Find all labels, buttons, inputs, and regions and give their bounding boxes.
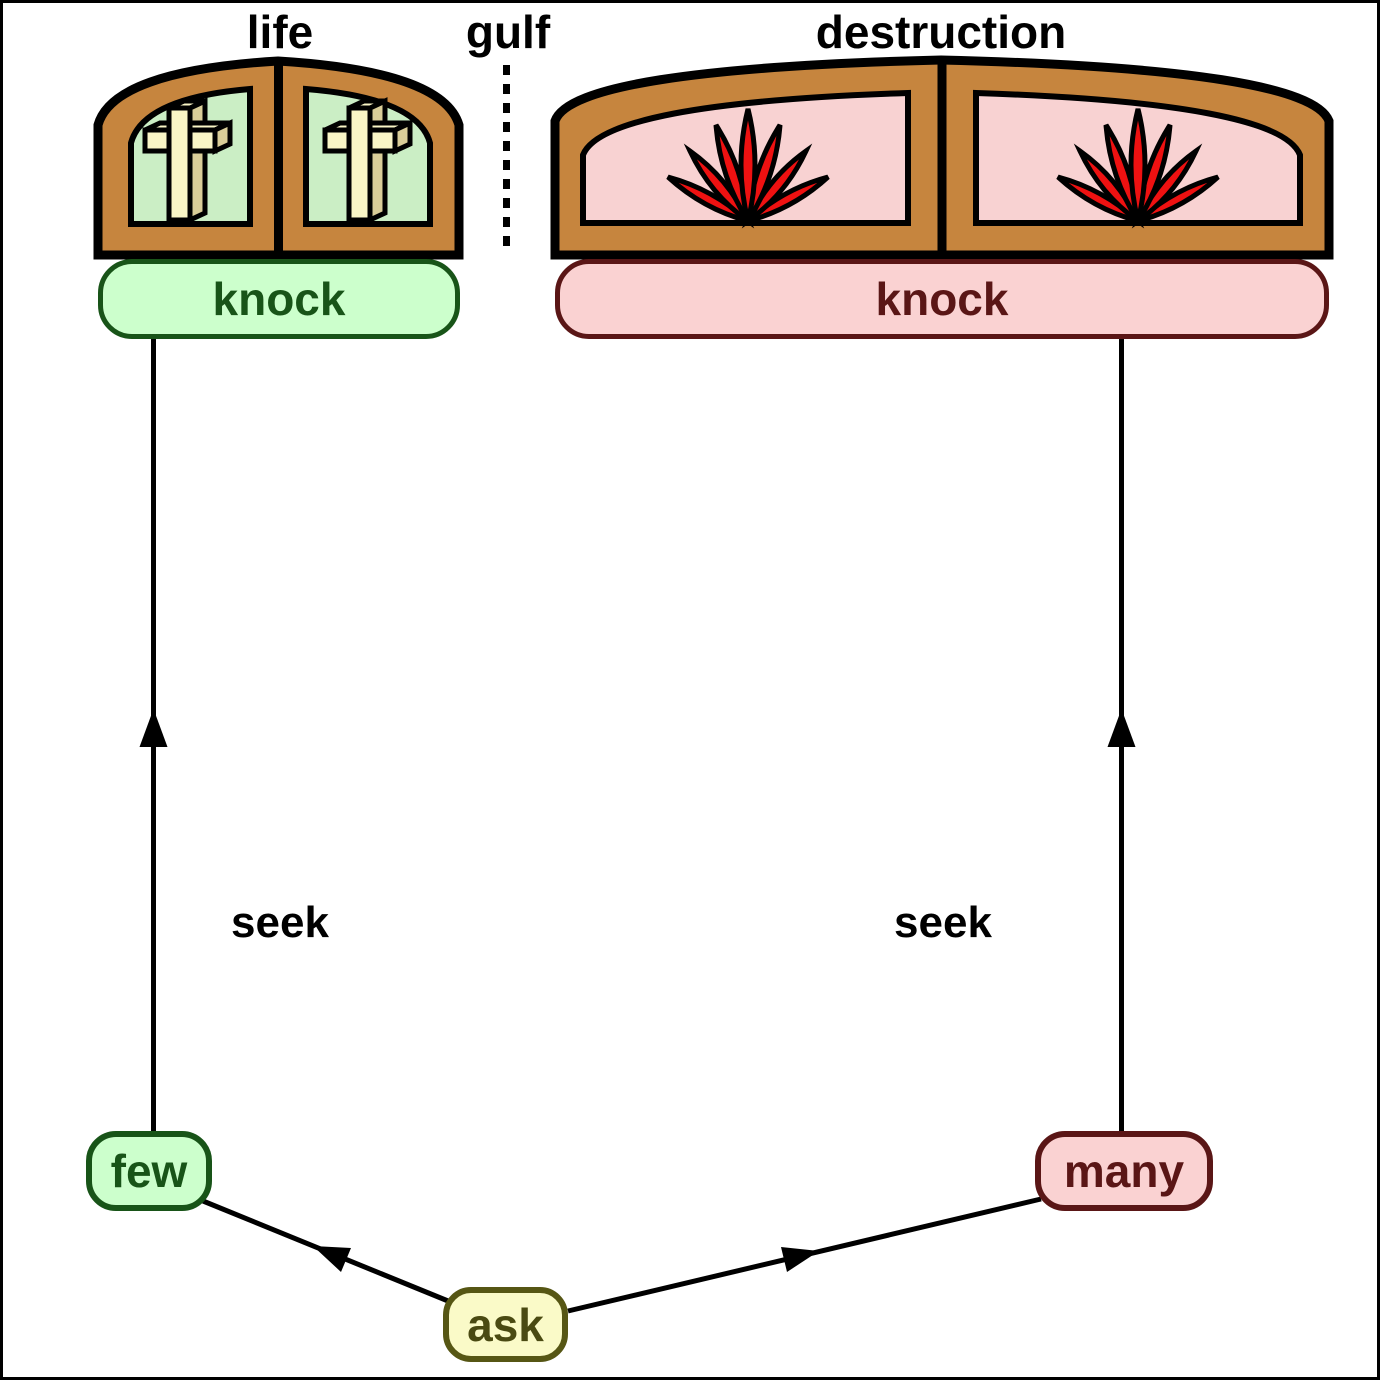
flame-icon xyxy=(1056,108,1220,229)
arrow-upright-icon xyxy=(781,1247,819,1272)
cross-icon xyxy=(142,97,233,224)
ask-node: ask xyxy=(443,1287,568,1362)
diagram-artwork xyxy=(93,55,1334,1314)
seek-label-right: seek xyxy=(894,898,992,947)
arrow-upleft-icon xyxy=(313,1246,351,1272)
few-node: few xyxy=(86,1131,212,1211)
cross-icon xyxy=(322,97,413,224)
edge-knock-to-many xyxy=(1107,337,1136,1133)
arrow-up-icon xyxy=(139,709,168,747)
knock-node-life: knock xyxy=(98,259,460,339)
narrow-gate xyxy=(93,56,464,260)
gulf-title: gulf xyxy=(465,6,551,58)
destruction-title: destruction xyxy=(815,6,1067,58)
wide-gate xyxy=(550,55,1334,260)
seek-label-left: seek xyxy=(231,898,329,947)
life-title: life xyxy=(246,6,314,58)
edge-knock-to-few xyxy=(139,337,168,1133)
edge-ask-to-few xyxy=(202,1198,454,1306)
flame-icon xyxy=(666,108,830,229)
edge-ask-to-many xyxy=(567,1196,1042,1314)
knock-node-destruction: knock xyxy=(555,259,1329,339)
arrow-up-icon xyxy=(1107,709,1136,747)
many-node: many xyxy=(1035,1131,1213,1211)
